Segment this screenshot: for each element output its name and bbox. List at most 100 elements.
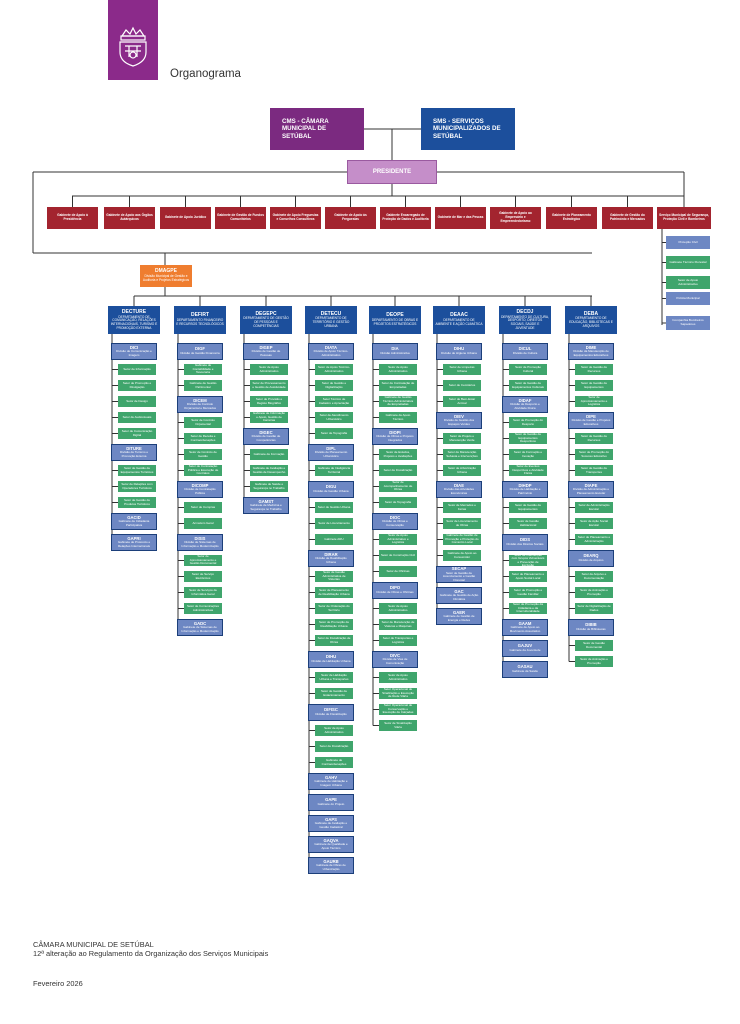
dmagpe-box-label: Divisão Municipal de Gestão e Auditoria … bbox=[142, 274, 190, 282]
division-box-label: Gabinete de Apoio ao Movimento Associati… bbox=[509, 625, 541, 633]
section-box-label: Gabinete de Informação e Apoio, Gestão d… bbox=[252, 412, 286, 423]
division-box-label: Divisão de Administração e Planeamento E… bbox=[572, 487, 610, 495]
section-box-label: Setor de Apoio Administrativo bbox=[388, 673, 408, 681]
section-box-label: Gabinete de Contraordenações bbox=[321, 758, 347, 766]
section-box: Setor de Estudos, Projetos e Avaliações bbox=[379, 449, 417, 460]
division-box-code: GASAU bbox=[517, 664, 533, 670]
division-box-label: Gabinete de Qualidade e Apoio Técnico bbox=[314, 842, 348, 850]
section-box-label: Setor de Gestão Habitacional bbox=[517, 519, 539, 527]
division-box-label: Gabinete de Cidadania Participativa bbox=[118, 519, 150, 527]
section-box-label: Setor de Serviço Eletrónicos bbox=[191, 572, 215, 580]
section-box: Setor de Apoio Administrativo bbox=[250, 364, 288, 375]
department-box-code: DECDJ bbox=[516, 308, 534, 315]
section-box: Setor de Gestão Administrativa de Vistor… bbox=[315, 571, 353, 582]
gabinete-box: Gabinete Encarregado de Proteção de Dado… bbox=[380, 207, 431, 229]
protecao-box: Gabinete Técnico Florestal bbox=[666, 256, 710, 269]
section-box: Setor de Contratação Pública e Execução … bbox=[184, 465, 222, 476]
section-box: Setor de Oficinas bbox=[379, 566, 417, 577]
section-box: Gabinete de Inteligência Territorial bbox=[315, 465, 353, 476]
gabinete-box: Gabinete de Gestão do Património e Merca… bbox=[602, 207, 653, 229]
section-box-label: Setor de Planeamento e Apoio Social Loca… bbox=[511, 572, 545, 580]
section-box: Setor de Gestão de Equipamentos Culturai… bbox=[509, 380, 547, 391]
gabinete-box-label: Gabinete de Planeamento Estratégico bbox=[552, 213, 591, 221]
section-box-label: Setor de Gestão de Recursos bbox=[580, 434, 608, 442]
section-box: Setor de Gestão de Estacionamento bbox=[315, 688, 353, 699]
section-box: Gabinete de Gestão Patrimonial bbox=[184, 380, 222, 391]
division-box-code: DEARQ bbox=[583, 553, 599, 559]
section-box: Setor de Promoção e Gestão Familiar bbox=[509, 587, 547, 598]
section-box-label: Setor de Projeto e Manutenção Verde bbox=[449, 434, 475, 442]
gabinete-box: Gabinete de Apoio à Presidência bbox=[47, 207, 98, 229]
section-box-label: Gabinete de Gestão Patrimonial bbox=[189, 381, 217, 389]
division-box-code: DIHU bbox=[325, 654, 337, 660]
section-box: Gabinete de Gestão Técnico-Administrativ… bbox=[379, 396, 417, 407]
presidente-box: PRESIDENTE bbox=[347, 160, 437, 184]
division-box-code: DIPO bbox=[389, 585, 401, 591]
section-box-label: Setor de Licenciamento bbox=[318, 520, 350, 525]
section-box-label: Setor de Administração Escolar bbox=[578, 503, 610, 511]
section-box: Setor de Habitação Urbana e Transportes bbox=[315, 672, 353, 683]
section-box-label: Setor de Atendimento Urbanístico bbox=[319, 413, 349, 421]
section-box-label: Setor de Topografia bbox=[320, 430, 348, 435]
division-box-label: Gabinete da Saúde bbox=[512, 669, 538, 674]
section-box: Setor de Promoção do Sucesso Educativo bbox=[575, 449, 613, 460]
division-box-label: Gabinete de Gestão de Energia e Redes bbox=[443, 614, 475, 622]
division-box-code: DICI bbox=[129, 344, 139, 350]
section-box-label: Setor de Animação e Promoção bbox=[580, 657, 608, 665]
section-box-label: Setor de Serviços de Informática Geral bbox=[189, 588, 217, 596]
section-box: Setor de Manutenção de Viaturas e Máquin… bbox=[379, 619, 417, 630]
section-box: Setor de Gestão de Produtos Turísticos bbox=[118, 497, 156, 508]
section-box-label: Gabinete de Gestão Técnico-Administrativ… bbox=[382, 396, 414, 407]
division-box-label: Divisão Administrativa bbox=[380, 351, 410, 356]
department-box-label: DEPARTAMENTO DE AMBIENTE E AÇÃO CLIMÁTIC… bbox=[435, 318, 483, 326]
section-box-label: Setor de Apoio Administrativo e Logístic… bbox=[387, 534, 409, 545]
department-box-label: DEPARTAMENTO DE OBRAS E PROJETOS ESTRATÉ… bbox=[371, 318, 419, 326]
section-box-label: Setor de Habitação Urbana e Transportes bbox=[319, 673, 349, 681]
section-box-label: Gabinete de Avaliação e Gestão de Desemp… bbox=[252, 466, 286, 474]
section-box-label: Setor de Promoção e Divulgação bbox=[122, 381, 152, 389]
section-box-label: Setor de Fiscalização de Obras bbox=[317, 636, 351, 644]
section-box-label: Setor de Provisão e Registo Biográfico bbox=[255, 397, 283, 405]
gabinete-box-label: Gabinete de Mar e das Pescas bbox=[437, 215, 484, 220]
department-box-code: DECTURE bbox=[121, 308, 147, 315]
section-box: Setor de Gestão Habitacional bbox=[509, 518, 547, 529]
section-box: Setor de Animação e Promoção bbox=[575, 587, 613, 598]
section-box: Setor de Aprovisionamento e Gestão Docum… bbox=[184, 555, 222, 566]
section-box-label: Setor de Arquivo e Documentação bbox=[581, 572, 607, 580]
gabinete-box-label: Gabinete de Gestão de Fundos Comunitário… bbox=[217, 213, 264, 221]
section-box: Setor de Audiovisuais bbox=[118, 412, 156, 423]
protecao-box: Proteção Civil bbox=[666, 236, 710, 249]
section-box-label: Setor de Gestão Documental bbox=[583, 641, 605, 649]
section-box: Setor de Mercados e Feiras bbox=[443, 502, 481, 513]
section-box: Setor Operacional de Conservação e Execu… bbox=[379, 704, 417, 715]
division-box-label: Divisão de Controlo Orçamental e Mercado… bbox=[183, 402, 216, 410]
section-box-label: Setor de Apoio Administrativo bbox=[388, 365, 408, 373]
section-box-label: Setor de Acompanhamento de Obras bbox=[383, 481, 413, 492]
department-box-code: DEAAC bbox=[450, 312, 468, 319]
division-box-label: Divisão de Cultura bbox=[512, 351, 538, 356]
section-box-label: Setor de Fiscalização bbox=[319, 743, 349, 748]
section-box-label: Setor de Apoio Administrativo bbox=[388, 604, 408, 612]
section-box: Setor de Receita e Contraordenações bbox=[184, 433, 222, 444]
department-box-label: DEPARTAMENTO DE TERRITÓRIO E GESTÃO URBA… bbox=[312, 316, 350, 328]
